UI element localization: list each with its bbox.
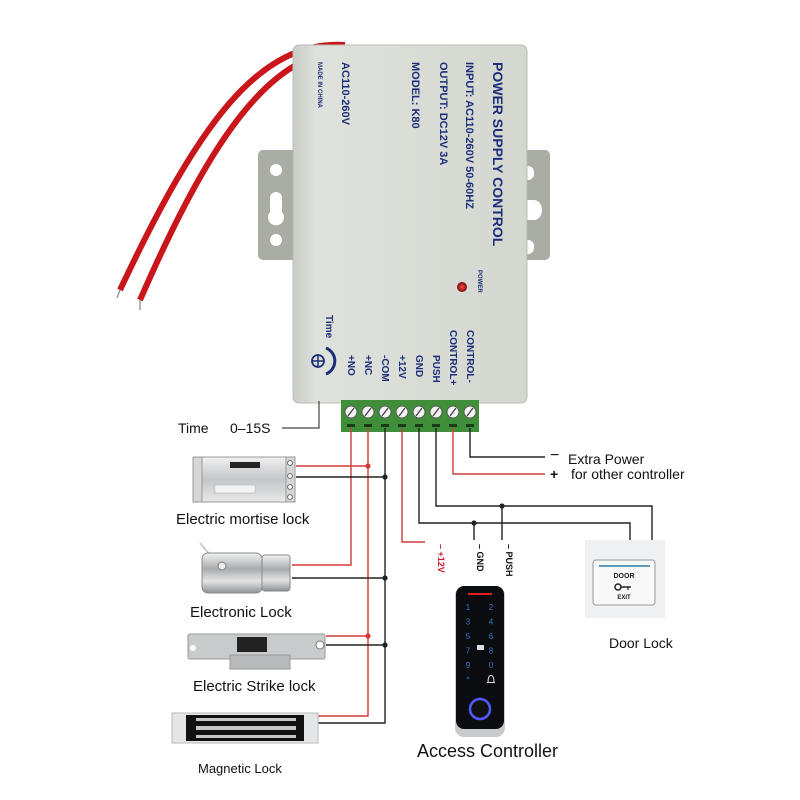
- mounting-bracket-left: [258, 150, 298, 260]
- terminal-label-no: +NO: [345, 355, 356, 376]
- electronic-lock-device: [199, 542, 291, 594]
- keypad-key-star[interactable]: *: [466, 676, 469, 685]
- time-leader-line: [282, 401, 320, 429]
- keypad-key-5[interactable]: 5: [466, 632, 471, 641]
- door-exit-button-device[interactable]: DOOR EXIT: [585, 540, 665, 618]
- exit-button-exit-text: EXIT: [617, 595, 631, 601]
- pin-label-gnd: – GND: [475, 544, 485, 572]
- terminal-label-12v: +12V: [396, 355, 407, 379]
- wire-nc-bus: [318, 428, 369, 717]
- wire-gnd: [418, 428, 631, 540]
- exit-button-door-text: DOOR: [614, 573, 635, 580]
- junction-nc-strike: [365, 633, 371, 639]
- keypad-key-0[interactable]: 0: [489, 661, 494, 670]
- mortise-lock-label: Electric mortise lock: [176, 511, 310, 528]
- card-reader-icon: [477, 645, 484, 650]
- junction-push: [499, 503, 505, 509]
- junction-nc-mortise: [365, 463, 371, 469]
- keypad-key-2[interactable]: 2: [489, 603, 494, 612]
- magnetic-lock-device: [171, 712, 319, 744]
- wire-com-bus: [318, 428, 386, 724]
- keypad-key-8[interactable]: 8: [489, 647, 494, 656]
- extra-power-controller-label: for other controller: [571, 466, 685, 482]
- psu-output-spec: OUTPUT: DC12V 3A: [437, 62, 449, 165]
- extra-power-minus-sign: −: [550, 447, 559, 464]
- extra-power-plus-sign: +: [550, 466, 558, 482]
- terminal-label-control: CONTROL-: [464, 330, 475, 383]
- time-label: Time: [178, 420, 209, 436]
- psu-input-spec: INPUT: AC110-260V 50-60HZ: [463, 62, 475, 209]
- terminal-label-com: -COM: [379, 355, 390, 382]
- mortise-lock-device: [192, 456, 296, 503]
- time-knob-label: Time: [323, 315, 334, 339]
- fingerprint-sensor-icon[interactable]: [468, 697, 492, 721]
- wire-control-minus: [469, 428, 545, 458]
- power-led-icon: [457, 282, 467, 292]
- junction-gnd: [471, 520, 477, 526]
- terminal-label-push: PUSH: [430, 355, 441, 383]
- electronic-lock-label: Electronic Lock: [190, 604, 292, 621]
- time-range-label: 0–15S: [230, 420, 270, 436]
- keypad-key-bell-icon[interactable]: [487, 674, 495, 683]
- keypad-key-4[interactable]: 4: [489, 618, 494, 627]
- keypad-key-7[interactable]: 7: [466, 647, 471, 656]
- psu-model: MODEL: K80: [409, 62, 421, 129]
- strike-lock-device: [187, 633, 326, 670]
- pin-label-12v: – +12V: [436, 544, 446, 573]
- junction-com-strike: [382, 642, 388, 648]
- access-controller-label: Access Controller: [417, 741, 558, 761]
- strike-lock-label: Electric Strike lock: [193, 678, 316, 695]
- key-icon: [614, 583, 631, 591]
- terminal-block: [341, 400, 479, 432]
- wire-control-plus: [452, 428, 545, 475]
- power-supply-unit: POWER SUPPLY CONTROL INPUT: AC110-260V 5…: [292, 44, 528, 432]
- magnetic-lock-label: Magnetic Lock: [198, 761, 282, 776]
- extra-power-label: Extra Power: [568, 451, 645, 467]
- terminal-label-control: CONTROL+: [447, 330, 458, 385]
- door-lock-label: Door Lock: [609, 635, 674, 651]
- keypad-key-6[interactable]: 6: [489, 632, 494, 641]
- terminal-label-nc: +NC: [362, 355, 373, 375]
- wires: [292, 428, 653, 724]
- psu-title: POWER SUPPLY CONTROL: [490, 62, 506, 247]
- psu-made-in: MADE IN CHINA: [316, 62, 322, 109]
- junction-com-mortise: [382, 474, 388, 480]
- junction-com-electronic: [382, 575, 388, 581]
- keypad-key-9[interactable]: 9: [466, 661, 471, 670]
- wire-12v-controller: [401, 428, 425, 543]
- terminal-label-gnd: GND: [413, 355, 424, 377]
- psu-ac-range: AC110-260V: [339, 62, 351, 126]
- power-led-label: POWER: [476, 270, 482, 293]
- keypad-key-1[interactable]: 1: [466, 603, 471, 612]
- status-led-bar: [468, 593, 492, 595]
- time-adjust-knob-icon[interactable]: [311, 346, 337, 376]
- wire-push: [435, 428, 653, 540]
- keypad-key-3[interactable]: 3: [466, 618, 471, 627]
- pin-label-push: – PUSH: [504, 544, 514, 577]
- access-controller-device: 1 2 3 4 5 6 7 8 9 0 *: [455, 586, 505, 737]
- wire-no-electronic-lock: [292, 428, 352, 566]
